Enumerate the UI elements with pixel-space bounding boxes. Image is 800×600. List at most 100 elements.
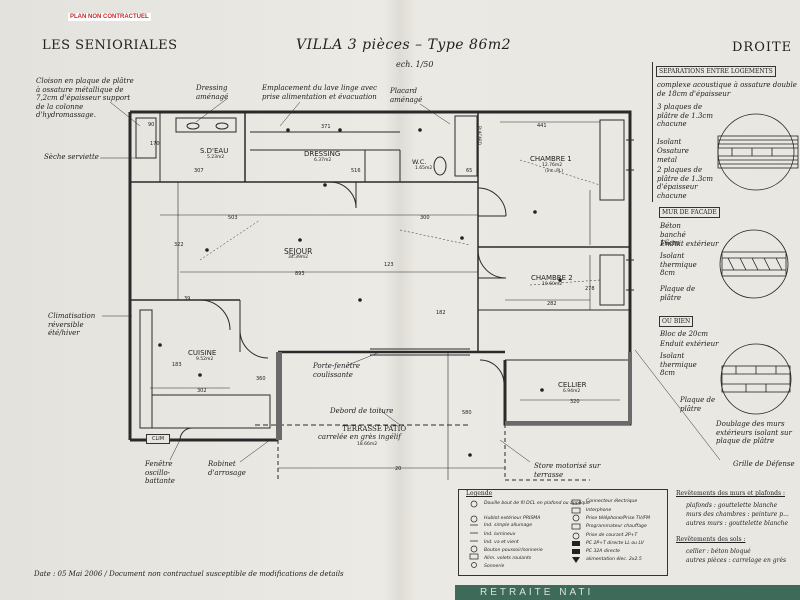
background-poster — [455, 585, 800, 600]
facade-title: MUR DE FACADE — [659, 207, 720, 218]
revetements-sol: cellier : béton bloqué — [686, 548, 751, 555]
revetements-sol: autres pièces : carrelage en grès — [686, 557, 787, 564]
facade-detail-drawing — [719, 229, 789, 299]
contract-stamp: PLAN NON CONTRACTUEL — [68, 13, 151, 21]
separations-item: 3 plaques de plâtre de 1.3cm chacune — [657, 103, 713, 128]
brand-logo: LES SENIORIALES — [42, 38, 178, 53]
note-lave-linge: Emplacement du lave linge avec prise ali… — [262, 84, 378, 101]
room-wc-name: W.C. — [412, 158, 427, 166]
dim-label: 278 — [585, 286, 595, 292]
legend-item: Prise de courant 2P+T — [586, 533, 638, 538]
room-chambre2-name: CHAMBRE 2 — [531, 274, 573, 282]
facade-item: Béton banché 16cm — [660, 222, 686, 247]
dim-label: 65 — [466, 168, 473, 174]
dim-label: 282 — [547, 301, 557, 307]
legend-item: alimentation élec. 2x2.5 — [586, 557, 642, 562]
room-terrasse-note: carrelée en grès ingélif — [318, 433, 401, 441]
note-grille: Grille de Défense — [733, 460, 795, 468]
oubien-title: OU BIEN — [659, 316, 694, 327]
legend-title: Legende — [466, 490, 493, 497]
facade-item: Plaque de plâtre — [660, 285, 696, 302]
plan-title: VILLA 3 pièces – Type 86m2 — [296, 37, 512, 53]
separations-item: 2 plaques de plâtre de 1.3cm d'épaisseur… — [657, 166, 713, 200]
room-chambre2-area: 10.60m2 — [542, 282, 563, 287]
revetements-item: plafonds : gouttelette blanche — [686, 502, 778, 509]
legend-item: Bouton poussoir/sonnerie — [484, 548, 543, 553]
room-cuisine-name: CUISINE — [188, 349, 217, 357]
dim-label: 123 — [384, 262, 394, 268]
separation-detail-drawing — [717, 113, 799, 191]
room-sdeau-name: S.D'EAU — [200, 147, 229, 155]
note-debord: Debord de toiture — [330, 407, 394, 415]
dim-label: 183 — [172, 362, 182, 368]
room-chambre1-name: CHAMBRE 1 — [530, 155, 572, 163]
note-seche-serviette: Sèche serviette — [44, 153, 99, 161]
room-sejour-area: 34.39m2 — [288, 255, 309, 260]
legend-symbols — [469, 499, 581, 568]
legend-item: Douille bout de fil DCL en plafond ou ap… — [484, 501, 590, 506]
legend-item: Sonnerie — [484, 564, 505, 569]
placard-box: PLACARD — [476, 126, 482, 145]
room-cellier-name: CELLIER — [558, 381, 587, 389]
legend-item: Interphone — [586, 508, 612, 513]
legend-item: Prise téléphone/Prise TV/FM — [586, 516, 650, 521]
oubien-item: Bloc de 20cm — [660, 330, 709, 338]
dim-label: 90 — [148, 122, 155, 128]
room-wc-area: 1.65m2 — [415, 166, 433, 171]
note-porte-fenetre: Porte-fenêtre coulissante — [313, 362, 360, 379]
dim-label: 322 — [174, 242, 184, 248]
separations-item: Isolant — [657, 138, 682, 146]
oubien-item: Plaque de plâtre — [680, 396, 716, 413]
note-dressing: Dressing aménagé — [196, 84, 229, 101]
dim-label: 371 — [321, 124, 331, 130]
dim-label: 307 — [194, 168, 204, 174]
legend-item: Alim. volets roulants — [484, 556, 532, 561]
note-robinet: Robinet d'arrosage — [208, 460, 246, 477]
note-store: Store motorisé sur terrasse — [534, 462, 601, 479]
dim-label: 300 — [420, 215, 430, 221]
separations-title: SEPARATIONS ENTRE LOGEMENTS — [656, 66, 776, 77]
legend-box — [458, 489, 668, 576]
note-cloison: Cloison en plaque de plâtre à ossature m… — [36, 77, 134, 119]
revetements-title: Revêtements des murs et plafonds : — [676, 490, 786, 497]
room-sdeau-area: 5.23m2 — [207, 155, 225, 160]
dim-label: 580 — [462, 410, 472, 416]
separations-intro: complexe acoustique à ossature double de… — [657, 81, 797, 98]
legend-item: PC 32A directe — [586, 549, 620, 554]
clim-box: CLIM — [146, 434, 171, 444]
oubien-item: Enduit extérieur — [660, 340, 719, 348]
revetements-item: murs des chambres : peinture p... — [686, 511, 789, 518]
separations-panel — [652, 62, 799, 202]
dim-label: 360 — [256, 376, 266, 382]
poster-text: RETRAITE NATI — [480, 587, 594, 598]
dim-label: 20 — [395, 466, 402, 472]
legend-item: Programmateur chauffage — [586, 524, 647, 529]
legend-item: PC 2P+T directe LL ou LV — [586, 541, 644, 546]
dim-label: 39 — [184, 296, 191, 302]
room-chambre1-area: 12.76m2 — [542, 163, 563, 168]
room-sejour-name: SEJOUR — [284, 247, 313, 256]
dim-label: 503 — [228, 215, 238, 221]
legend-item: Ind. lumineux — [484, 532, 516, 537]
room-terrasse-area: 18.66m2 — [357, 442, 378, 447]
plan-scale: ech. 1/50 — [396, 60, 434, 69]
dim-label: 182 — [436, 310, 446, 316]
dim-label: 441 — [537, 123, 547, 129]
oubien-doublage: Doublage des murs extérieurs isolant sur… — [716, 420, 792, 445]
room-dressing-area: 6.37m2 — [314, 158, 332, 163]
oubien-detail-drawing — [720, 343, 792, 415]
legend-item: Hublot extérieur PRISMA — [484, 516, 541, 521]
facade-item: Enduit extérieur — [660, 240, 719, 248]
room-cuisine-area: 9.52m2 — [196, 357, 214, 362]
separations-item: Ossature metal — [657, 147, 689, 164]
revetements-sols-title: Revêtements des sols : — [676, 536, 746, 543]
dim-label: 893 — [295, 271, 305, 277]
plan-side: DROITE — [732, 40, 793, 55]
dim-label: 320 — [570, 399, 580, 405]
note-fenetre: Fenêtre oscillo-battante — [145, 460, 175, 485]
dim-label: 516 — [351, 168, 361, 174]
legend-item: Connecteur électrique — [586, 499, 638, 504]
legend-item: Ind. va et vient — [484, 540, 519, 545]
